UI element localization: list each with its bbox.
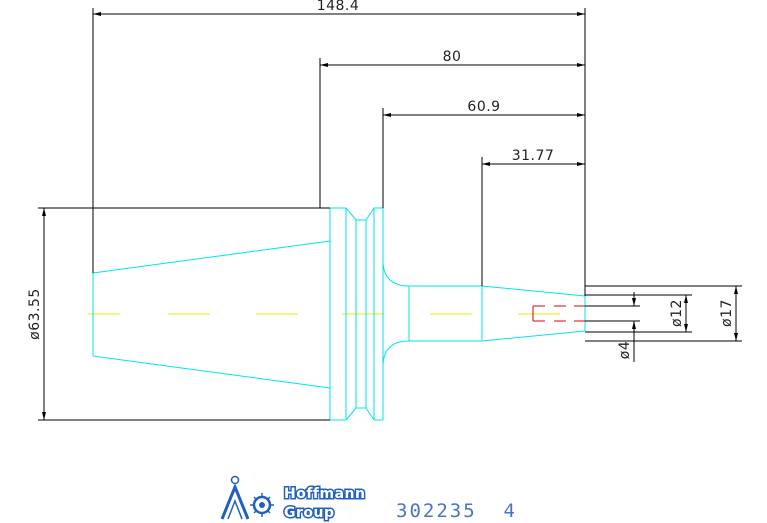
dim-diameter-12: ø12 — [669, 299, 685, 327]
tool-holder-outline — [92, 207, 586, 421]
dim-length-31-77: 31.77 — [512, 148, 555, 164]
dimension-lines — [38, 8, 742, 421]
hoffmann-figure-logo — [220, 475, 274, 520]
part-number: 302235 4 — [396, 500, 517, 522]
dimension-arrows — [42, 12, 738, 420]
dim-diameter-63-55: ø63.55 — [27, 288, 43, 340]
dim-overall-length: 148.4 — [317, 0, 360, 14]
brand-name-line1: Hoffmann — [284, 486, 366, 502]
brand-name-line2: Group — [284, 505, 335, 521]
dim-length-80: 80 — [443, 49, 462, 65]
dim-diameter-4: ø4 — [617, 341, 633, 359]
dim-length-60-9: 60.9 — [467, 99, 500, 115]
dim-diameter-17: ø17 — [719, 299, 735, 327]
hidden-bore — [532, 305, 585, 322]
